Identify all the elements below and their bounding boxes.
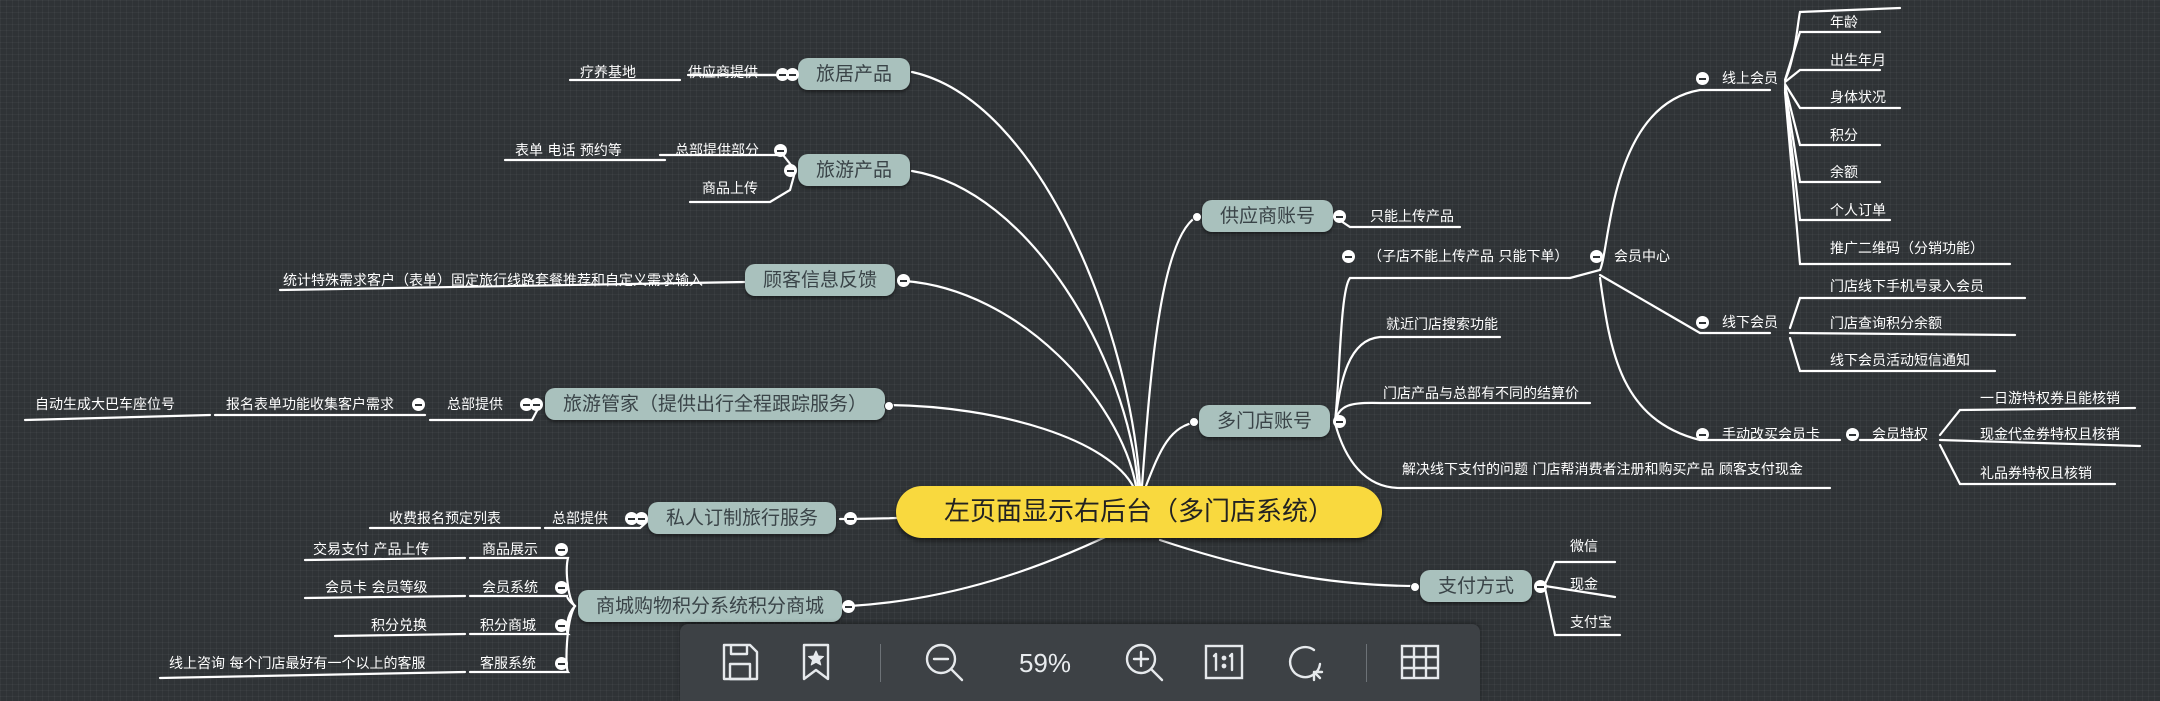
branch-store-settlement-price[interactable]: 门店产品与总部有不同的结算价 (1383, 386, 1579, 402)
collapse-icon[interactable] (1333, 415, 1346, 428)
online-item[interactable]: 余额 (1830, 165, 1858, 181)
subtopic-hq-provided-private[interactable]: 总部提供 (552, 511, 608, 527)
offline-item[interactable]: 门店线下手机号录入会员 (1830, 279, 1984, 295)
collapse-icon[interactable] (555, 543, 568, 556)
topic-travel-living[interactable]: 旅居产品 (798, 58, 911, 90)
mall-item-detail[interactable]: 积分兑换 (371, 618, 427, 634)
save-icon[interactable] (718, 640, 762, 684)
leaf-form-phone-booking[interactable]: 表单 电话 预约等 (515, 143, 622, 159)
online-item[interactable]: 出生年月 (1830, 53, 1886, 69)
collapse-icon[interactable] (786, 68, 799, 81)
subtopic-member-center[interactable]: 会员中心 (1614, 249, 1670, 265)
collapse-icon[interactable] (1696, 428, 1709, 441)
branch-sub-store-restriction[interactable]: （子店不能上传产品 只能下单） (1368, 249, 1569, 265)
connector-dot (1410, 582, 1420, 592)
subtopic-hq-provided[interactable]: 总部提供 (447, 397, 503, 413)
online-item[interactable]: 年龄 (1830, 15, 1858, 31)
payment-item[interactable]: 支付宝 (1570, 615, 1612, 631)
collapse-icon[interactable] (1342, 250, 1355, 263)
subtopic-member-privilege[interactable]: 会员特权 (1872, 427, 1928, 443)
zoom-in-icon[interactable] (1122, 640, 1166, 684)
viewer-toolbar: 59% (680, 624, 1480, 701)
leaf-upload-only[interactable]: 只能上传产品 (1370, 209, 1454, 225)
collapse-icon[interactable] (1534, 580, 1547, 593)
collapse-icon[interactable] (1846, 428, 1859, 441)
offline-item[interactable]: 线下会员活动短信通知 (1830, 353, 1970, 369)
mall-item-name[interactable]: 会员系统 (482, 580, 538, 596)
payment-item[interactable]: 微信 (1570, 539, 1598, 555)
collapse-icon[interactable] (1333, 210, 1346, 223)
leaf-auto-bus-seat[interactable]: 自动生成大巴车座位号 (35, 397, 175, 413)
payment-item[interactable]: 现金 (1570, 577, 1598, 593)
connector-dot (1192, 212, 1202, 222)
collapse-icon[interactable] (897, 274, 910, 287)
mall-item-name[interactable]: 商品展示 (482, 542, 538, 558)
subtopic-supplier-provided[interactable]: 供应商提供 (688, 65, 758, 81)
online-item[interactable]: 个人订单 (1830, 203, 1886, 219)
collapse-icon[interactable] (555, 619, 568, 632)
leaf-special-needs-stats[interactable]: 统计特殊需求客户（表单）固定旅行线路套餐推荐和自定义需求输入 (283, 273, 703, 289)
topic-payment-methods[interactable]: 支付方式 (1420, 570, 1533, 602)
topic-mall-points[interactable]: 商城购物积分系统积分商城 (578, 590, 843, 622)
collapse-icon[interactable] (625, 512, 638, 525)
mall-item-name[interactable]: 客服系统 (480, 656, 536, 672)
mall-item-detail[interactable]: 会员卡 会员等级 (325, 580, 428, 596)
zoom-level: 59% (1018, 648, 1072, 678)
mall-item-name[interactable]: 积分商城 (480, 618, 536, 634)
grid-icon[interactable] (1398, 640, 1442, 684)
collapse-icon[interactable] (1590, 250, 1603, 263)
topic-customer-feedback[interactable]: 顾客信息反馈 (745, 264, 896, 296)
connector-dot (884, 401, 894, 411)
online-item[interactable]: 身体状况 (1830, 90, 1886, 106)
collapse-icon[interactable] (776, 68, 789, 81)
root-topic[interactable]: 左页面显示右后台（多门店系统） (896, 486, 1382, 538)
branch-nearby-store-search[interactable]: 就近门店搜索功能 (1386, 317, 1498, 333)
online-item[interactable]: 积分 (1830, 128, 1858, 144)
collapse-icon[interactable] (774, 144, 787, 157)
privilege-item[interactable]: 礼品券特权且核销 (1980, 466, 2092, 482)
online-item[interactable]: 推广二维码（分销功能） (1830, 241, 1984, 257)
collapse-icon[interactable] (555, 657, 568, 670)
toolbar-divider (1366, 644, 1367, 682)
offline-item[interactable]: 门店查询积分余额 (1830, 316, 1942, 332)
leaf-paid-booking-list[interactable]: 收费报名预定列表 (389, 511, 501, 527)
subtopic-signup-form[interactable]: 报名表单功能收集客户需求 (226, 397, 394, 413)
mall-item-detail[interactable]: 交易支付 产品上传 (313, 542, 430, 558)
zoom-out-icon[interactable] (922, 640, 966, 684)
collapse-icon[interactable] (842, 600, 855, 613)
collapse-icon[interactable] (555, 581, 568, 594)
connector-dot (1189, 417, 1199, 427)
subtopic-product-upload[interactable]: 商品上传 (702, 181, 758, 197)
collapse-icon[interactable] (412, 398, 425, 411)
actual-size-icon[interactable] (1202, 640, 1246, 684)
toolbar-divider (880, 644, 881, 682)
collapse-icon[interactable] (1696, 316, 1709, 329)
mall-item-detail[interactable]: 线上咨询 每个门店最好有一个以上的客服 (169, 656, 426, 672)
collapse-icon[interactable] (1696, 72, 1709, 85)
collapse-icon[interactable] (784, 164, 797, 177)
branch-offline-payment[interactable]: 解决线下支付的问题 门店帮消费者注册和购买产品 顾客支付现金 (1402, 462, 1803, 478)
subtopic-online-member[interactable]: 线上会员 (1722, 71, 1778, 87)
topic-travel-butler[interactable]: 旅游管家（提供出行全程跟踪服务） (545, 388, 886, 420)
bookmark-icon[interactable] (794, 640, 838, 684)
collapse-icon[interactable] (844, 512, 857, 525)
topic-private-custom-tour[interactable]: 私人订制旅行服务 (648, 502, 837, 534)
topic-supplier-account[interactable]: 供应商账号 (1202, 200, 1334, 232)
privilege-item[interactable]: 一日游特权券且能核销 (1980, 391, 2120, 407)
subtopic-offline-member[interactable]: 线下会员 (1722, 315, 1778, 331)
subtopic-hq-provided-part[interactable]: 总部提供部分 (675, 143, 759, 159)
leaf-rehab-base[interactable]: 疗养基地 (580, 65, 636, 81)
topic-multi-store-account[interactable]: 多门店账号 (1199, 405, 1331, 437)
topic-travel-product[interactable]: 旅游产品 (798, 154, 911, 186)
collapse-icon[interactable] (530, 398, 543, 411)
privilege-item[interactable]: 现金代金券特权且核销 (1980, 427, 2120, 443)
subtopic-manual-card[interactable]: 手动改买会员卡 (1722, 427, 1820, 443)
collapse-icon[interactable] (520, 398, 533, 411)
rotate-icon[interactable] (1284, 640, 1328, 684)
collapse-icon[interactable] (635, 512, 648, 525)
